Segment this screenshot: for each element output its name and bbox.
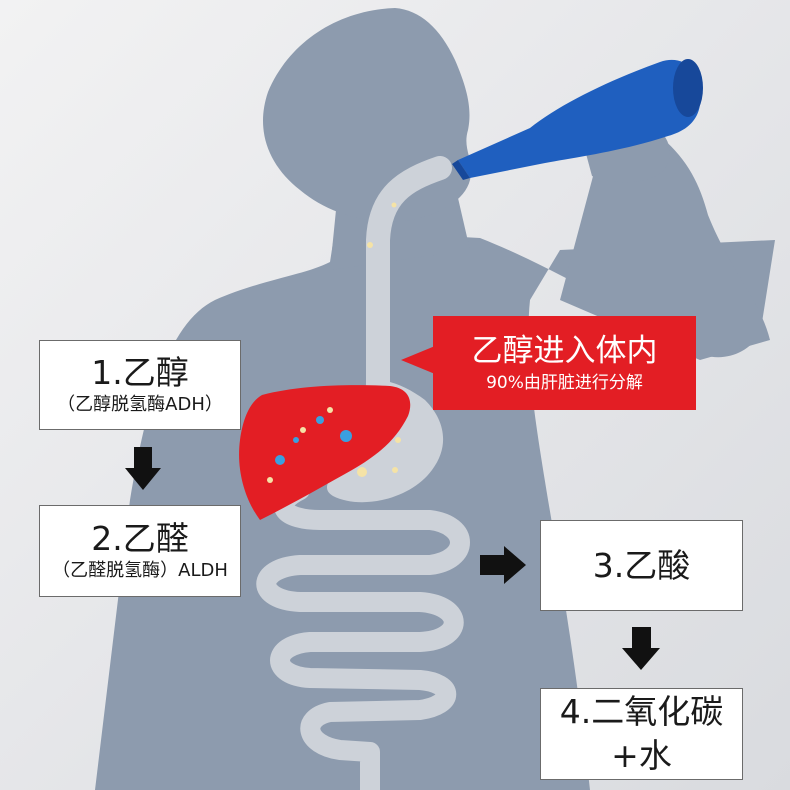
callout-pointer bbox=[401, 346, 435, 374]
step-label: 1.乙醇 bbox=[91, 353, 189, 392]
step-acetic-acid: 3.乙酸 bbox=[540, 520, 743, 611]
step-label-line2: +水 bbox=[611, 736, 672, 775]
step-enzyme: （乙醛脱氢酶）ALDH bbox=[52, 560, 228, 581]
arrow-down-icon bbox=[622, 627, 660, 670]
esophagus bbox=[366, 156, 452, 412]
step-enzyme: （乙醇脱氢酶ADH） bbox=[57, 394, 223, 415]
step-label: 4.二氧化碳 bbox=[559, 692, 724, 731]
intestine-icon bbox=[256, 480, 470, 790]
arrow-down-icon bbox=[125, 447, 161, 490]
alcohol-particles bbox=[267, 202, 401, 483]
step-label: 3.乙酸 bbox=[592, 545, 691, 585]
bottle-icon bbox=[452, 59, 703, 180]
step-co2-water: 4.二氧化碳 +水 bbox=[540, 688, 743, 780]
callout-title: 乙醇进入体内 bbox=[471, 333, 658, 369]
step-label: 2.乙醛 bbox=[91, 519, 189, 558]
step-acetaldehyde: 2.乙醛 （乙醛脱氢酶）ALDH bbox=[39, 505, 241, 597]
step-ethanol: 1.乙醇 （乙醇脱氢酶ADH） bbox=[39, 340, 241, 430]
liver-icon bbox=[239, 385, 411, 520]
arrow-right-icon bbox=[480, 546, 526, 584]
ethanol-intake-callout: 乙醇进入体内 90%由肝脏进行分解 bbox=[401, 316, 696, 410]
callout-subtitle: 90%由肝脏进行分解 bbox=[486, 373, 643, 393]
